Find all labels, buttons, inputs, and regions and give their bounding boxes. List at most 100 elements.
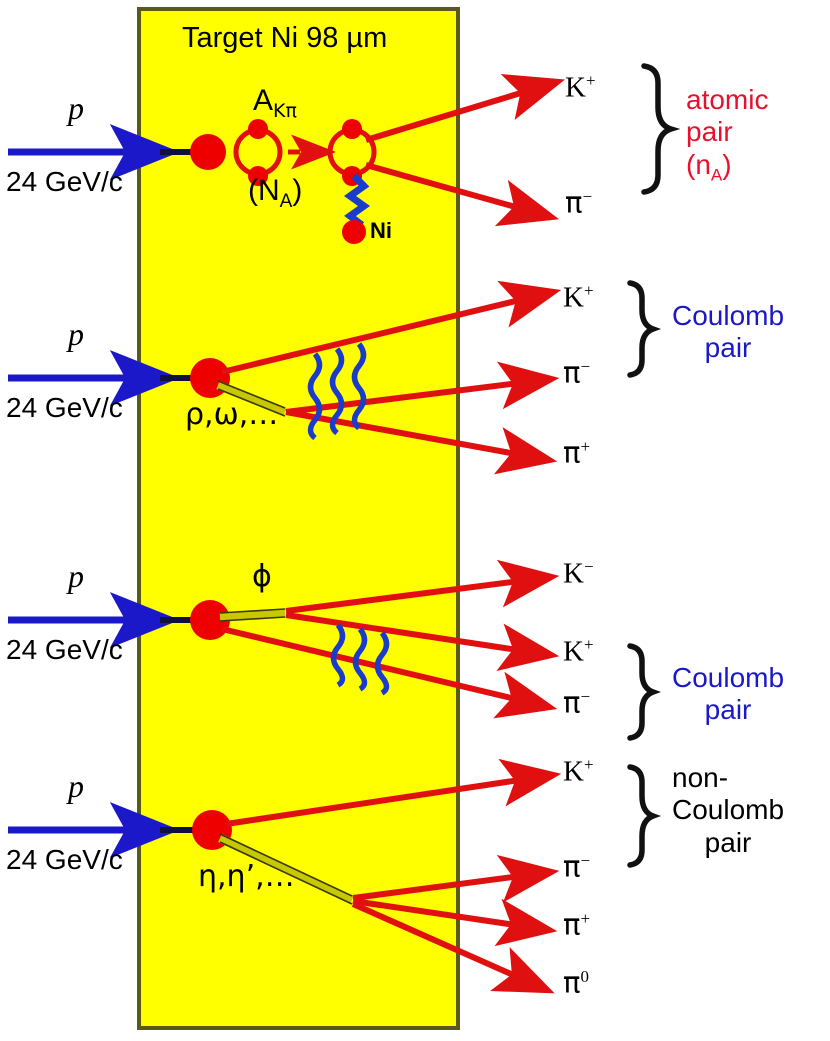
chg: − [580, 851, 591, 870]
process-coulomb-pair-rho [8, 280, 662, 475]
np-open: (n [686, 148, 711, 180]
chg: − [583, 557, 594, 576]
track-2-K [221, 280, 562, 375]
chg: − [580, 357, 591, 376]
chg: + [583, 281, 594, 300]
chg: − [582, 187, 593, 206]
product-label-pi-minus-1: π− [565, 188, 592, 219]
group-line-2: pair [704, 332, 752, 364]
product-label-pi-minus-3: π− [563, 688, 590, 719]
group-line-3: pair [704, 826, 752, 858]
resonance-line-4-outline [219, 833, 353, 905]
beam-label-1: p [68, 90, 84, 126]
resonance-label-rho-omega: ρ,ω,… [185, 397, 279, 432]
product-label-K-plus-2: K+ [563, 282, 594, 313]
nickel-label: Ni [370, 218, 392, 243]
resonance-line-2 [216, 380, 287, 417]
np-close: ) [722, 148, 732, 180]
track-4-pi-plus [352, 898, 558, 947]
product-label-K-plus-4: K+ [563, 756, 594, 787]
beam-momentum-3: 24 GeV/c [6, 634, 123, 665]
product-label-pi-zero-4: π0 [563, 968, 589, 999]
resonance-line-3-outline [219, 608, 286, 622]
track-2-pi-plus [285, 409, 558, 475]
brace-4 [627, 764, 662, 868]
resonance-line-3 [219, 608, 286, 622]
process-atomic-pair [8, 63, 681, 244]
group-line-1: atomic [686, 84, 769, 115]
track-3-K-minus [285, 559, 560, 614]
sym: π [565, 185, 583, 220]
primary-vertex-3 [190, 600, 230, 640]
resonance-line-4 [218, 833, 354, 905]
product-label-pi-minus-4: π− [563, 852, 590, 883]
product-label-pi-plus-4: π+ [563, 910, 590, 941]
group-line-1: Coulomb [672, 662, 785, 693]
resonance-label-phi: ϕ [252, 559, 272, 594]
track-1-pi [365, 162, 560, 227]
primary-vertex-1 [190, 134, 226, 170]
process-non-coulomb-pair [8, 758, 662, 994]
chg: + [585, 71, 596, 90]
sym: K [563, 281, 584, 314]
group-label-non-coulomb-pair: non- Coulomb pair [672, 762, 784, 859]
group-line-1: Coulomb [672, 300, 785, 331]
atom-breakup [327, 119, 377, 186]
chg: − [580, 687, 591, 706]
sym: π [563, 849, 581, 884]
target-title: Target Ni 98 µm [182, 22, 388, 54]
sym: K [563, 557, 584, 590]
process-coulomb-pair-phi [8, 559, 662, 741]
resonance-line-2-outline [217, 380, 286, 417]
track-2-pi-minus [285, 361, 560, 415]
sym: K [563, 635, 584, 668]
chg: + [583, 755, 594, 774]
sym: K [563, 755, 584, 788]
track-3-pi-minus [221, 626, 558, 719]
chg: + [583, 635, 594, 654]
beam-momentum-2: 24 GeV/c [6, 392, 123, 423]
atom-label-sub: Kπ [273, 100, 297, 122]
group-line-2: pair [704, 694, 752, 726]
product-label-pi-plus-2: π+ [563, 438, 590, 469]
sym: π [563, 685, 581, 720]
track-3-K-plus [285, 612, 560, 672]
group-line-2: Coulomb [672, 794, 785, 826]
np-sub: A [710, 165, 723, 185]
nucleus-interaction-zigzag [343, 173, 371, 228]
atom-formed [233, 119, 283, 186]
track-1-K [365, 74, 566, 143]
beam-momentum-1: 24 GeV/c [6, 166, 123, 197]
group-label-atomic-pair: atomic pair (nA) [686, 84, 768, 185]
sym: π [563, 907, 581, 942]
group-label-coulomb-pair-2: Coulomb pair [672, 300, 784, 365]
track-4-K [225, 758, 562, 827]
sym: K [565, 71, 586, 104]
atom-count-label: (NA) [248, 174, 303, 212]
brace-2 [627, 280, 662, 378]
track-4-pi-minus [352, 854, 560, 903]
atom-count-sub: A [279, 191, 293, 212]
atom-count-close: ) [292, 174, 303, 207]
group-label-coulomb-pair-3: Coulomb pair [672, 662, 784, 727]
beam-label-4: p [68, 768, 84, 804]
beam-label-2: p [68, 316, 84, 352]
beam-label-3: p [68, 558, 84, 594]
sym: π [563, 965, 581, 1000]
chg: 0 [580, 967, 589, 986]
beam-momentum-4: 24 GeV/c [6, 844, 123, 875]
coulomb-photons-3 [330, 623, 390, 696]
brace-3 [627, 643, 662, 741]
sym: π [563, 435, 581, 470]
group-line-3: (nA) [686, 149, 768, 185]
resonance-label-eta: η,η’,… [198, 859, 295, 894]
product-label-K-plus-3: K+ [563, 636, 594, 667]
brace-1 [641, 63, 681, 195]
group-line-1: non- [672, 762, 729, 793]
chg: + [580, 909, 591, 928]
coulomb-photons-2 [307, 342, 367, 441]
chg: + [580, 437, 591, 456]
track-4-pi-zero [351, 901, 555, 994]
